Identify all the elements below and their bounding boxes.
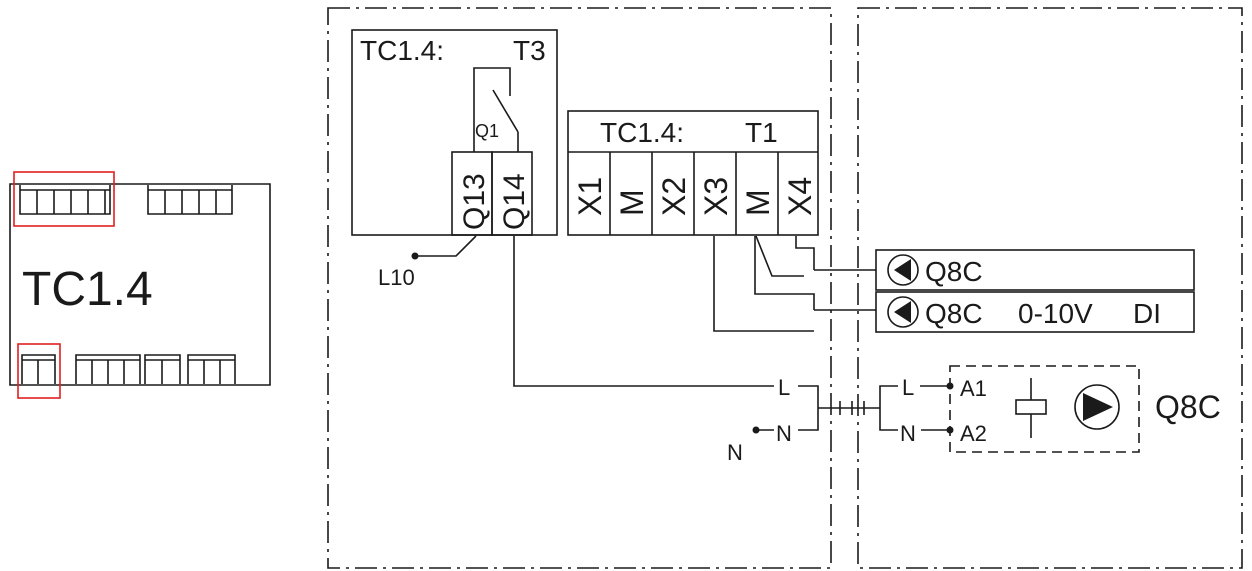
io-module-title: TC1.4: [600,117,684,148]
pump-icon [894,259,911,281]
terminal-m2: M [740,189,776,216]
label-l10: L10 [378,265,415,290]
label-n-supply: N [727,440,743,465]
pump-signal-line-1: Q8C [875,249,1195,291]
pump-signal-line-2: Q8C 0-10V DI [875,291,1195,333]
pump-label-l: L [902,375,914,400]
controller-overview: TC1.4 [9,171,271,399]
terminal-m1: M [614,189,650,216]
relay-module-title: TC1.4: [360,35,444,66]
cabinet-frame-left [327,7,832,569]
relay-module: TC1.4: T3 Q1 Q13 Q14 [351,29,558,236]
pump-line2-signal: 0-10V [1018,298,1093,329]
pump-line2-di: DI [1133,298,1161,329]
pump-terminal-a1: A1 [960,376,987,401]
pump-motor-icon [1074,384,1120,430]
n-junction-dot [752,426,760,434]
terminal-x4: X4 [782,177,818,216]
highlight-t1-box [17,343,61,399]
relay-module-id: T3 [513,35,546,66]
terminal-q14: Q14 [498,173,531,230]
pump-line2-label: Q8C [925,298,983,329]
connector-bottom-right [75,354,236,384]
io-module-id: T1 [745,117,778,148]
cabinet-frame-right [857,7,1243,569]
supply-label-n: N [776,421,792,446]
terminal-x2: X2 [656,177,692,216]
pump-name: Q8C [1155,389,1221,425]
connector-top-right [147,185,233,215]
relay-contact-label: Q1 [475,121,499,141]
l10-junction-dot [411,252,419,260]
terminal-x1: X1 [572,177,608,216]
highlight-t3-box [13,171,115,227]
terminal-x3: X3 [698,177,734,216]
pump-line1-label: Q8C [925,256,983,287]
pump-unit: L N A1 A2 Q8C [900,365,1221,453]
pump-icon [894,301,911,323]
connector-bottom-left [21,354,56,384]
pump-terminal-a2: A2 [960,421,987,446]
pump-arrow-icon [1083,393,1113,421]
pump-label-n: N [900,421,916,446]
coil-icon [1015,399,1047,415]
connector-top-left [19,185,111,215]
controller-name: TC1.4 [22,263,153,316]
supply-label-l: L [778,375,790,400]
io-module: TC1.4: T1 X1 M X2 X3 M X4 [567,110,819,236]
terminal-q13: Q13 [458,173,491,230]
